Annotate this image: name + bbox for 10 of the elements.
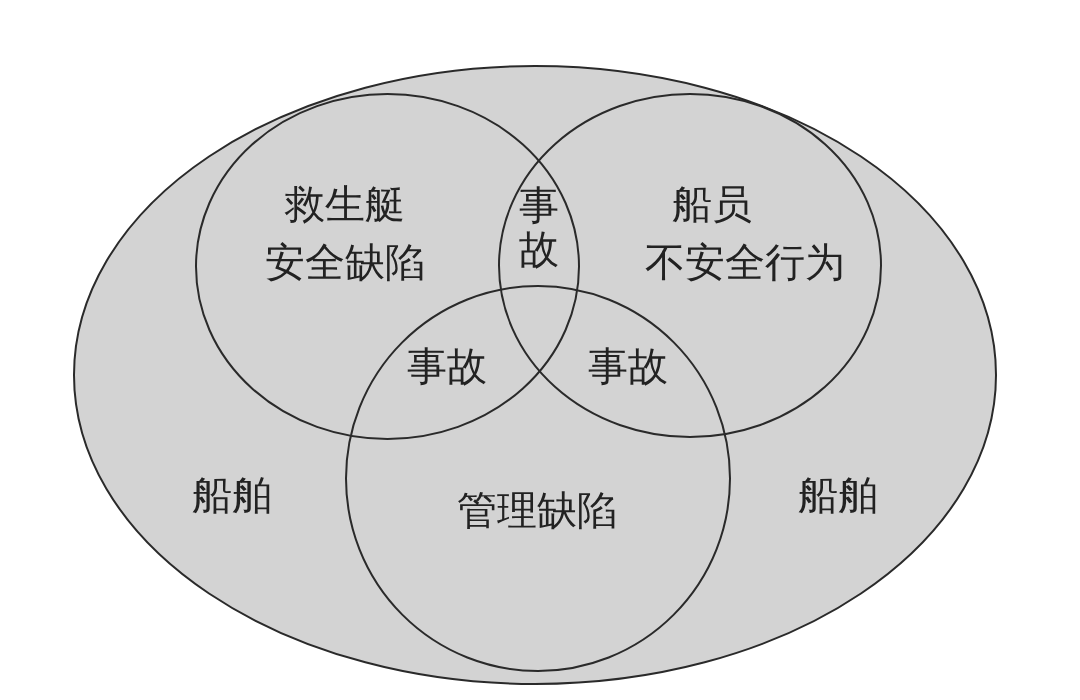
circle-label: 管理缺陷 (457, 488, 617, 534)
circle-label: 不安全行为 (645, 240, 845, 286)
overlap-label: 事故 (588, 344, 668, 390)
circle-label: 安全缺陷 (265, 240, 425, 286)
region-label: 船舶 (192, 473, 272, 519)
circle-label: 船员 (672, 182, 752, 228)
region-label: 船舶 (798, 473, 878, 519)
overlap-label: 事故 (519, 184, 559, 272)
circle-label: 救生艇 (285, 182, 405, 228)
overlap-label: 事故 (407, 344, 487, 390)
